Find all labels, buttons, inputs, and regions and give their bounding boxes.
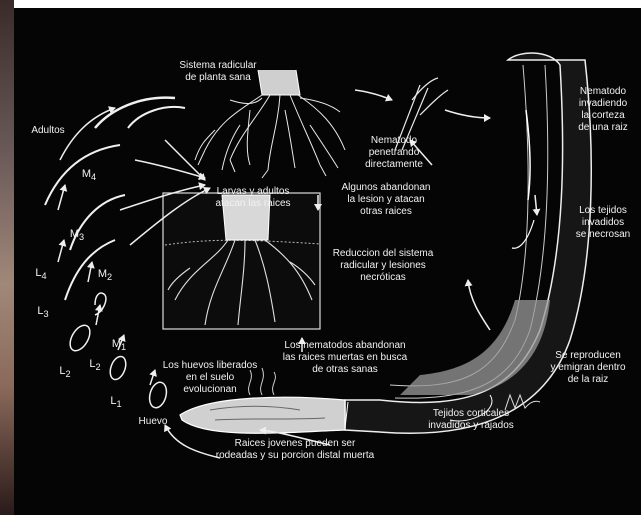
label-adultos: Adultos [24, 125, 72, 137]
damaged-root-box [163, 193, 320, 329]
label-huevos-liberados: Los huevos liberados en el suelo evoluci… [150, 360, 270, 396]
label-larvas-adultos: Larvas y adultos atacan las raices [198, 186, 308, 210]
healthy-root-system [195, 70, 345, 178]
young-root [180, 397, 345, 433]
label-nematodo-penetrando: Nematodo penetrando directamente [358, 135, 430, 171]
label-se-reproducen: Se reproducen y emigran dentro de la rai… [538, 350, 638, 386]
label-huevo: Huevo [130, 416, 176, 428]
label-m2: M2 [94, 268, 116, 283]
label-sistema-radicular: Sistema radicular de planta sana [168, 60, 268, 84]
label-algunos-abandonan: Algunos abandonan la lesion y atacan otr… [332, 182, 440, 218]
label-m4: M4 [78, 168, 100, 183]
label-tejidos-invadidos: Los tejidos invadidos se necrosan [568, 205, 638, 241]
label-m1: M1 [108, 338, 130, 353]
label-reduccion: Reduccion del sistema radicular y lesion… [318, 248, 448, 284]
label-l2a: L2 [56, 365, 74, 380]
label-nematodo-invadiendo: Nematodo invadiendo la corteza de una ra… [568, 86, 638, 134]
label-l2b: L2 [86, 358, 104, 373]
label-l3: L3 [34, 305, 52, 320]
label-m3: M3 [66, 228, 88, 243]
label-tejidos-corticales: Tejidos corticales invadidos y rajados [412, 408, 530, 432]
label-l4: L4 [32, 267, 50, 282]
label-nematodos-abandonan: Los nematodos abandonan las raices muert… [270, 340, 420, 376]
label-l1: L1 [107, 395, 125, 410]
label-raices-jovenes: Raices jovenes pueden ser rodeadas y su … [190, 438, 400, 462]
